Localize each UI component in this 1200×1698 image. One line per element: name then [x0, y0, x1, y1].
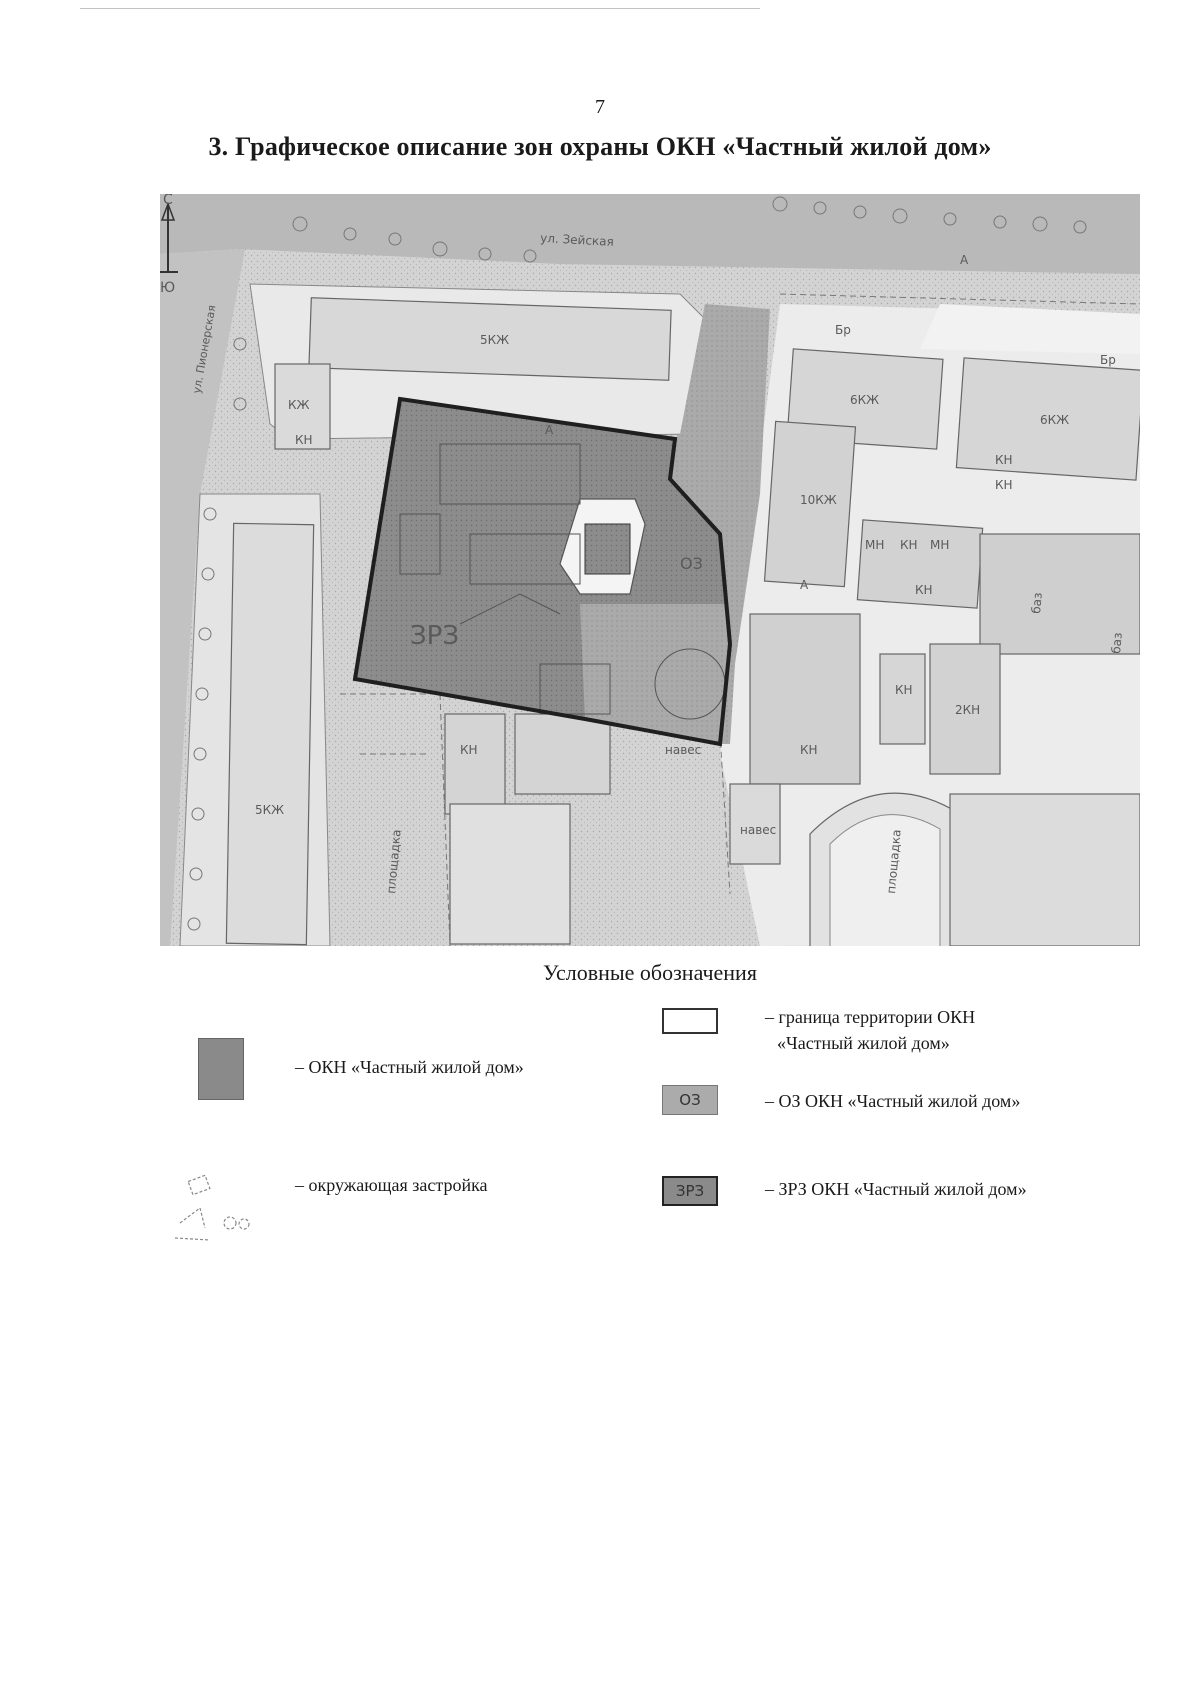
legend-label-boundary-line1: – граница территории ОКН: [765, 1007, 976, 1027]
legend-swatch-oz: ОЗ: [662, 1085, 718, 1115]
building-label: баз: [1109, 632, 1125, 654]
building-south-a: [514, 713, 611, 795]
street-label: ул. Зейская: [540, 231, 614, 249]
building-label: Бр: [835, 323, 851, 337]
building-10kzh: [763, 420, 857, 588]
white-corner: [920, 304, 1140, 354]
legend-label-okn: – ОКН «Частный жилой дом»: [295, 1057, 524, 1077]
building-label: КН: [915, 583, 933, 597]
street-zeiskaya: [160, 194, 1140, 274]
legend-swatch-boundary: [662, 1008, 718, 1034]
legend-swatch-oz-code: ОЗ: [679, 1091, 701, 1109]
legend-swatch-okn: [198, 1038, 244, 1100]
building-label: КН: [295, 433, 313, 447]
building-base: [979, 533, 1140, 655]
zone-internal-outlines: [399, 443, 726, 720]
building-label: КН: [995, 478, 1013, 492]
legend-label-zrz: – ЗРЗ ОКН «Частный жилой дом»: [765, 1179, 1027, 1199]
protection-zones-map: С Ю ул. Зейская ул. Пионерская ЗРЗ ОЗ 5К…: [160, 194, 1140, 946]
building-label: навес: [665, 743, 701, 757]
zone-label-oz: ОЗ: [680, 554, 703, 573]
building-5kzh-west: [225, 522, 315, 946]
building-label: площадка: [884, 829, 904, 894]
map-svg: С Ю ул. Зейская ул. Пионерская ЗРЗ ОЗ 5К…: [160, 194, 1140, 946]
building-labels: 5КЖ КЖ КН 6КЖ 6КЖ 10КЖ КН КН МН КН МН КН…: [255, 253, 1125, 894]
legend-title: Условные обозначения: [543, 960, 757, 985]
legend-label-boundary-line2: «Частный жилой дом»: [777, 1033, 950, 1053]
page-title: 3. Графическое описание зон охраны ОКН «…: [208, 132, 992, 161]
building-label: МН: [930, 538, 949, 552]
building-label: площадка: [384, 829, 404, 894]
building-label: А: [800, 578, 809, 592]
legend-label-boundary: – граница территории ОКН «Частный жилой …: [765, 1004, 975, 1056]
building-label: 2КН: [955, 703, 980, 717]
building-label: 10КЖ: [800, 493, 837, 507]
legend-label-oz: – ОЗ ОКН «Частный жилой дом»: [765, 1091, 1021, 1111]
building-kn-small: [879, 653, 926, 745]
building-label: навес: [740, 823, 776, 837]
zone-oz-strip: [670, 304, 770, 744]
legend-label-surrounding: – окружающая застройка: [295, 1175, 488, 1195]
building-label: КН: [900, 538, 918, 552]
building-naves: [729, 783, 781, 865]
building-kn-cluster: [749, 613, 861, 785]
okn-building: [584, 523, 631, 575]
scan-artifact-line: [80, 8, 760, 9]
building-label: 6КЖ: [850, 393, 879, 407]
building-6kzh-a: [786, 348, 944, 450]
zone-label-zrz: ЗРЗ: [410, 621, 459, 651]
building-label: КН: [460, 743, 478, 757]
compass-icon: [160, 201, 178, 273]
building-label: 5КЖ: [255, 803, 284, 817]
compass-south: Ю: [160, 280, 175, 296]
building-label: А: [545, 423, 554, 437]
street-vertical: [160, 249, 245, 946]
building-label: баз: [1029, 592, 1045, 614]
compass-north: С: [163, 194, 173, 208]
stadium-inner: [829, 814, 941, 946]
building-label: Бр: [1100, 353, 1116, 367]
building-label: 6КЖ: [1040, 413, 1069, 427]
building-label: 5КЖ: [480, 333, 509, 347]
building-label: МН: [865, 538, 884, 552]
building-5kzh-north: [308, 297, 672, 381]
building-2kn: [929, 643, 1001, 775]
building-kzh: [274, 363, 331, 450]
building-southeast: [949, 793, 1140, 946]
legend-swatch-zrz-code: ЗРЗ: [675, 1182, 705, 1200]
trees: [187, 196, 1087, 931]
legend-swatch-surrounding: [170, 1168, 270, 1248]
surrounding-icon: [174, 1174, 250, 1241]
page-number: 7: [595, 96, 605, 118]
zone-oz-south: [580, 604, 735, 744]
building-label: КН: [995, 453, 1013, 467]
zrz-boundary: [352, 396, 733, 747]
building-label: КН: [800, 743, 818, 757]
legend-swatch-zrz: ЗРЗ: [662, 1176, 718, 1206]
building-label: А: [960, 253, 969, 267]
building-6kzh-b: [955, 357, 1140, 481]
building-kn-south: [444, 713, 506, 815]
building-south-b: [449, 803, 571, 945]
building-label: КЖ: [288, 398, 310, 412]
building-label: КН: [895, 683, 913, 697]
